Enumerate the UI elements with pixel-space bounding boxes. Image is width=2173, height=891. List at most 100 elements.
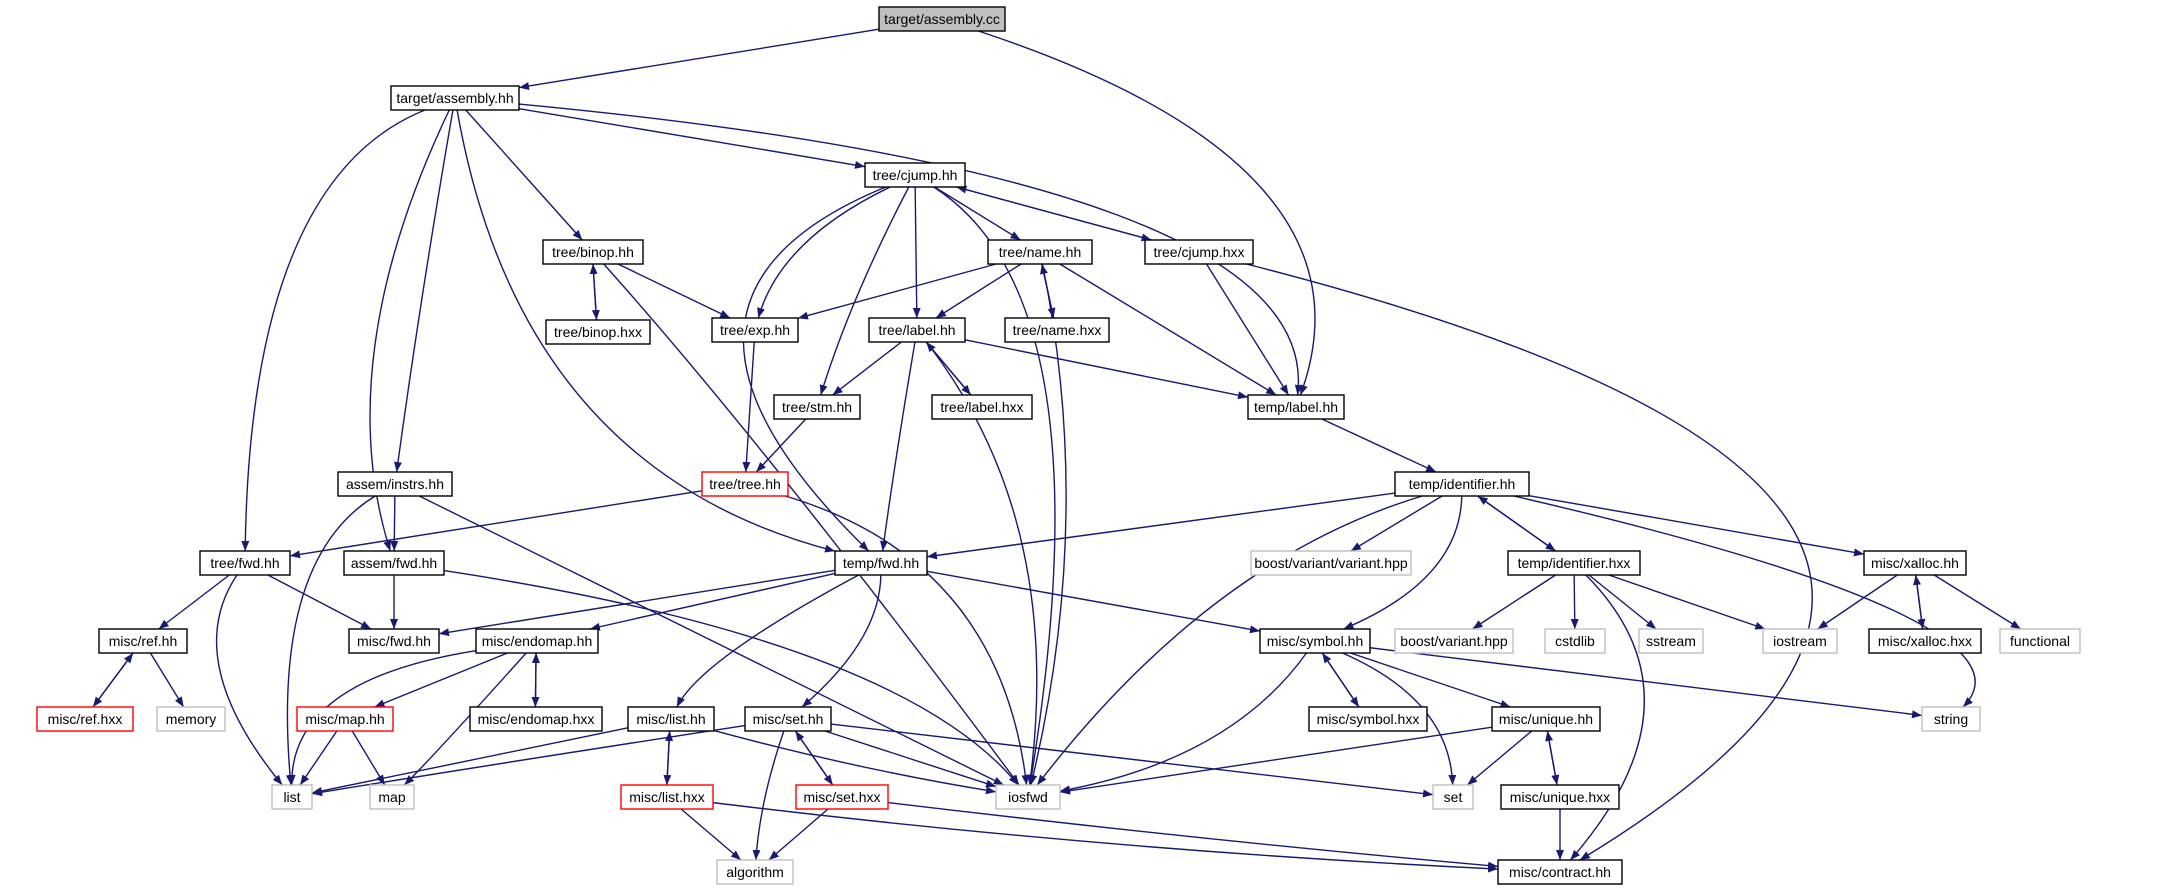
edge-misc_symbol_hh-to-string [1369,647,1923,719]
node-misc-xalloc-hh[interactable]: misc/xalloc.hh [1863,550,1967,576]
node-boost-variant-variant-hpp[interactable]: boost/variant/variant.hpp [1250,550,1412,576]
node-box [701,471,789,497]
node-box [199,550,291,576]
edge-misc_xalloc_hh-to-iostream [1817,574,1898,630]
node-set[interactable]: set [1432,784,1474,810]
node-cstdlib[interactable]: cstdlib [1544,628,1606,654]
node-misc-endomap-hxx[interactable]: misc/endomap.hxx [469,706,603,732]
node-iosfwd[interactable]: iosfwd [995,784,1061,810]
node-label: tree/exp.hh [720,322,790,338]
node-label: iosfwd [1008,789,1048,805]
node-misc-set-hh[interactable]: misc/set.hh [744,706,832,732]
node-string[interactable]: string [1921,706,1981,732]
edge-tree_name_hh-to-tree_exp_hh [797,263,997,320]
node-tree-exp-hh[interactable]: tree/exp.hh [711,317,799,343]
edge-assembly_cc-to-temp_label_hh [978,30,1316,396]
node-label: boost/variant/variant.hpp [1254,555,1408,571]
node-boost-variant-hpp[interactable]: boost/variant.hpp [1394,628,1514,654]
node-label: target/assembly.cc [884,11,1000,27]
edge-assembly_hh-to-assem_instrs_hh [394,109,454,473]
node-misc-ref-hxx[interactable]: misc/ref.hxx [36,706,134,732]
node-tree-label-hxx[interactable]: tree/label.hxx [931,394,1033,420]
node-misc-endomap-hh[interactable]: misc/endomap.hh [475,628,599,654]
node-box [1544,628,1606,654]
node-assembly-cc[interactable]: target/assembly.cc [878,6,1006,32]
node-temp-label-hh[interactable]: temp/label.hh [1247,394,1345,420]
edge-tree_label_hh-to-temp_label_hh [964,339,1249,400]
edge-tree_cjump_hh-to-tree_stm_hh [819,186,910,396]
node-tree-binop-hh[interactable]: tree/binop.hh [542,239,644,265]
node-temp-identifier-hxx[interactable]: temp/identifier.hxx [1507,550,1641,576]
node-misc-list-hh[interactable]: misc/list.hh [627,706,715,732]
node-tree-name-hh[interactable]: tree/name.hh [987,239,1093,265]
node-tree-tree-hh[interactable]: tree/tree.hh [701,471,789,497]
edge-temp_identifier_hxx-to-boost_variant_hpp [1472,574,1556,630]
edge-misc_set_hh-to-algorithm [752,730,785,861]
node-algorithm[interactable]: algorithm [716,859,794,885]
node-iostream[interactable]: iostream [1762,628,1838,654]
node-misc-unique-hh[interactable]: misc/unique.hh [1491,706,1601,732]
node-box [1004,317,1110,343]
edge-tree_label_hxx-to-tree_label_hh [925,341,972,396]
node-tree-cjump-hh[interactable]: tree/cjump.hh [864,162,966,188]
node-tree-stm-hh[interactable]: tree/stm.hh [773,394,861,420]
node-misc-fwd-hh[interactable]: misc/fwd.hh [348,628,440,654]
node-box [878,6,1006,32]
node-box [1394,628,1514,654]
node-label: tree/name.hh [999,244,1082,260]
node-tree-name-hxx[interactable]: tree/name.hxx [1004,317,1110,343]
edge-tree_binop_hxx-to-tree_binop_hh [589,263,598,321]
edge-tree_label_hh-to-iosfwd [925,341,1038,786]
node-misc-symbol-hxx[interactable]: misc/symbol.hxx [1308,706,1428,732]
edge-assembly_hh-to-assem_fwd_hh [369,109,450,552]
edge-misc_ref_hh-to-memory [149,652,185,708]
node-tree-cjump-hxx[interactable]: tree/cjump.hxx [1144,239,1254,265]
node-label: algorithm [726,864,784,880]
node-tree-label-hh[interactable]: tree/label.hh [868,317,966,343]
node-misc-xalloc-hxx[interactable]: misc/xalloc.hxx [1868,628,1982,654]
node-misc-unique-hxx[interactable]: misc/unique.hxx [1500,784,1620,810]
node-misc-set-hxx[interactable]: misc/set.hxx [795,784,889,810]
edge-assembly_hh-to-temp_label_hh [518,103,1303,396]
edge-misc_list_hxx-to-algorithm [680,808,742,861]
node-assem-fwd-hh[interactable]: assem/fwd.hh [343,550,445,576]
node-misc-ref-hh[interactable]: misc/ref.hh [98,628,188,654]
node-label: misc/set.hxx [803,789,880,805]
edge-misc_unique_hh-to-set [1466,730,1533,786]
node-label: misc/symbol.hh [1267,633,1363,649]
node-label: target/assembly.hh [396,90,513,106]
node-sstream[interactable]: sstream [1638,628,1704,654]
node-box [475,628,599,654]
node-label: misc/list.hh [636,711,705,727]
node-misc-map-hh[interactable]: misc/map.hh [296,706,394,732]
edge-misc_endomap_hh-to-misc_map_hh [374,652,508,708]
node-functional[interactable]: functional [1999,628,2081,654]
node-misc-symbol-hh[interactable]: misc/symbol.hh [1259,628,1371,654]
node-box [343,550,445,576]
node-box [773,394,861,420]
node-box [1250,550,1412,576]
edge-tree_binop_hh-to-iosfwd [603,263,1020,786]
edge-tree_cjump_hh-to-iosfwd [933,186,1056,786]
edge-misc_set_hxx-to-misc_set_hh [794,730,834,786]
edge-temp_identifier_hh-to-string [1513,495,1976,708]
edge-tree_cjump_hh-to-tree_label_hh [912,186,921,319]
node-temp-fwd-hh[interactable]: temp/fwd.hh [834,550,928,576]
edge-misc_set_hxx-to-algorithm [768,808,829,861]
node-memory[interactable]: memory [156,706,226,732]
node-list[interactable]: list [271,784,313,810]
node-misc-contract-hh[interactable]: misc/contract.hh [1497,859,1623,885]
node-map[interactable]: map [369,784,415,810]
node-box [795,784,889,810]
node-assembly-hh[interactable]: target/assembly.hh [390,85,520,111]
node-label: set [1444,789,1463,805]
edge-temp_identifier_hxx-to-cstdlib [1570,574,1579,630]
node-box [1921,706,1981,732]
edge-misc_unique_hxx-to-misc_unique_hh [1545,730,1558,786]
node-misc-list-hxx[interactable]: misc/list.hxx [620,784,714,810]
node-assem-instrs-hh[interactable]: assem/instrs.hh [337,471,453,497]
node-tree-fwd-hh[interactable]: tree/fwd.hh [199,550,291,576]
node-label: misc/map.hh [305,711,384,727]
node-temp-identifier-hh[interactable]: temp/identifier.hh [1394,471,1530,497]
node-tree-binop-hxx[interactable]: tree/binop.hxx [545,319,651,345]
